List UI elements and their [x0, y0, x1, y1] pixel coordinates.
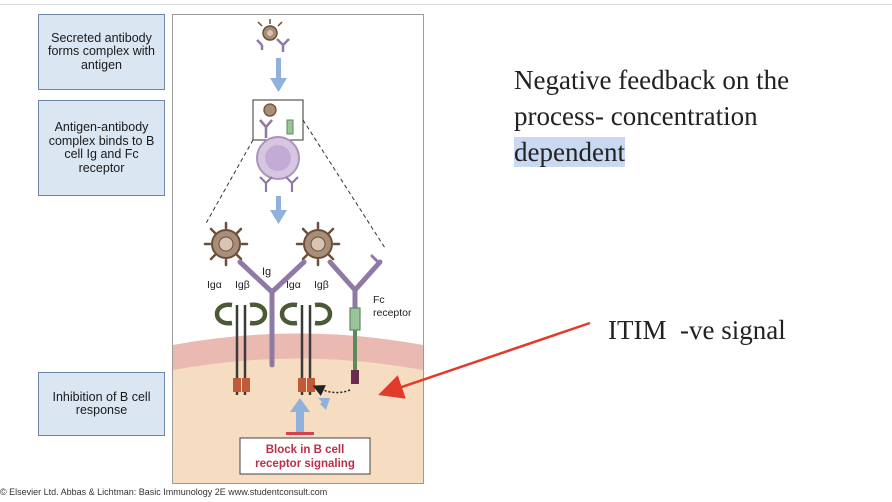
label-ig-beta-1: Igβ [235, 279, 250, 291]
label-block-line2: receptor signaling [255, 458, 355, 470]
zoom-box-complex [259, 103, 294, 138]
flow-arrow-1 [270, 58, 287, 92]
label-fc-line1: Fc [373, 294, 385, 306]
ig-alpha-beta-pair-2 [279, 302, 333, 395]
antigen-left [203, 221, 249, 267]
antigen-right [295, 221, 341, 267]
figure-credit: © Elsevier Ltd. Abbas & Lichtman: Basic … [0, 487, 328, 497]
step-box-secreted-antibody: Secreted antibody forms complex with ant… [38, 14, 165, 90]
ig-alpha-beta-pair-1 [214, 302, 268, 395]
label-ig: Ig [262, 266, 271, 278]
block-signaling-box [239, 437, 371, 475]
slide-heading-highlight: dependent [514, 137, 625, 167]
immunoglobulin-antibody [237, 259, 307, 368]
step-text-inhibition: Inhibition of B cell response [52, 389, 151, 417]
label-ig-alpha-2: Igα [286, 279, 301, 291]
slide-heading: Negative feedback on the process- concen… [514, 62, 874, 170]
step-text-secreted-antibody: Secreted antibody forms complex with ant… [48, 30, 155, 72]
label-block-line1: Block in B cell [266, 444, 345, 456]
label-fc-line2: receptor [373, 307, 412, 319]
zoom-line-right [302, 119, 386, 249]
antigen-antibody-complex-top [256, 19, 290, 52]
step-text-complex-binds: Antigen-antibody complex binds to B cell… [48, 120, 155, 175]
slide-top-rule [0, 4, 892, 5]
b-cell [256, 136, 300, 192]
zoom-line-left [204, 139, 254, 226]
itim-label: ITIM -ve signal [608, 315, 786, 345]
label-ig-alpha-1: Igα [207, 279, 222, 291]
slide-heading-text: Negative feedback on the process- concen… [514, 65, 790, 131]
flow-arrow-2 [270, 196, 287, 224]
label-ig-beta-2: Igβ [314, 279, 329, 291]
blocked-signal-arrow [286, 398, 330, 435]
step-box-inhibition: Inhibition of B cell response [38, 372, 165, 436]
pointer-arrow [378, 321, 591, 399]
step-box-complex-binds: Antigen-antibody complex binds to B cell… [38, 100, 165, 196]
fc-receptor [349, 307, 361, 384]
fc-receptor-antibody [327, 254, 383, 313]
